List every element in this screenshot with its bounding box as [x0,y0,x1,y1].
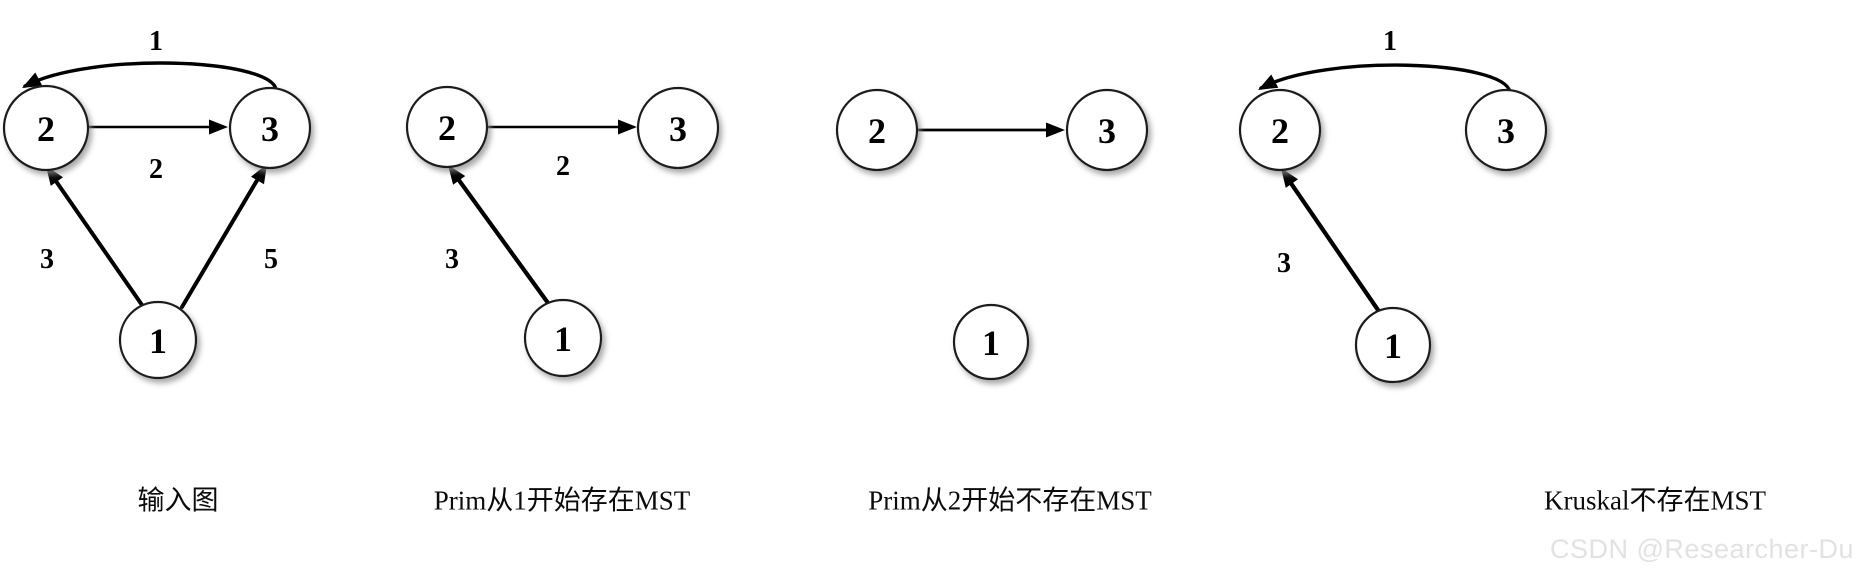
arrowhead-icon [1046,122,1065,138]
node-label: 1 [554,319,572,359]
panel-prim-from-2: 2 3 1 [835,88,1149,381]
panel-caption-input-graph: 输入图 [137,485,219,516]
node-circle[interactable] [228,86,312,170]
edge-weight-label: 3 [445,244,459,275]
arrowhead-icon [618,119,637,135]
edge-weight-label: 1 [149,26,163,57]
arrowhead-icon [448,165,466,185]
arrowhead-icon [1281,168,1299,188]
edge-weight-label: 3 [40,244,54,275]
arrowhead-icon [1258,74,1279,90]
node-circle[interactable] [405,85,489,169]
edge-2-to-3: 2 [87,119,228,185]
node-circle[interactable] [523,298,603,378]
graph-node-1[interactable]: 1 [118,300,198,380]
edge-1-to-2: 3 [445,165,551,306]
edge-path [49,172,144,307]
edge-2-to-3: 2 [486,119,637,182]
panel-caption-kruskal: Kruskal不存在MST [1544,485,1766,516]
edge-1-to-2: 3 [40,166,144,307]
edge-path [23,61,278,91]
edge-weight-label: 2 [149,154,163,185]
node-circle[interactable] [1238,88,1322,172]
node-label: 2 [37,109,55,149]
panel-caption-prim-from-2: Prim从2开始不存在MST [868,485,1152,516]
panel-input-graph: 1 2 3 5 2 3 1 [2,26,312,380]
graph-node-1[interactable]: 1 [952,303,1030,381]
arrowhead-icon [46,166,64,186]
edge-1-to-3: 5 [180,164,278,309]
node-label: 3 [669,109,687,149]
node-label: 1 [1384,326,1402,366]
edge-weight-label: 3 [1277,248,1291,279]
node-circle[interactable] [1464,88,1548,172]
graph-node-1[interactable]: 1 [523,298,603,378]
node-label: 2 [438,108,456,148]
graph-node-3[interactable]: 3 [228,86,312,170]
edge-path [1283,173,1381,313]
arrowhead-icon [251,164,267,185]
node-circle[interactable] [2,84,90,172]
node-circle[interactable] [636,86,720,170]
graph-node-2[interactable]: 2 [2,84,90,172]
node-label: 2 [1271,111,1289,151]
node-label: 3 [261,109,279,149]
edge-weight-label: 1 [1383,26,1397,57]
node-circle[interactable] [952,303,1030,381]
edge-path [1259,63,1512,94]
arrowhead-icon [22,72,43,88]
node-label: 3 [1497,111,1515,151]
node-label: 3 [1098,111,1116,151]
edge-1-to-2: 3 [1277,168,1381,313]
edge-path [450,169,551,306]
node-label: 2 [868,111,886,151]
node-circle[interactable] [1354,306,1432,384]
edge-2-to-3 [916,122,1065,138]
panel-kruskal: 1 3 2 3 1 [1238,26,1548,384]
graph-node-1[interactable]: 1 [1354,306,1432,384]
graph-node-2[interactable]: 2 [1238,88,1322,172]
panel-caption-prim-from-1: Prim从1开始存在MST [433,485,691,516]
edge-path [180,170,264,309]
graph-node-2[interactable]: 2 [405,85,489,169]
edge-weight-label: 5 [264,244,278,275]
node-circle[interactable] [1065,88,1149,172]
graph-node-3[interactable]: 3 [1464,88,1548,172]
graph-node-3[interactable]: 3 [636,86,720,170]
graph-node-3[interactable]: 3 [1065,88,1149,172]
node-label: 1 [149,321,167,361]
edge-weight-label: 2 [556,151,570,182]
graph-node-2[interactable]: 2 [835,88,919,172]
panel-prim-from-1: 2 3 2 3 1 [405,85,720,378]
node-circle[interactable] [835,88,919,172]
edge-3-to-2: 1 [1258,26,1512,94]
arrowhead-icon [209,119,228,135]
node-label: 1 [982,323,1000,363]
node-circle[interactable] [118,300,198,380]
csdn-watermark: CSDN @Researcher-Du [1550,534,1854,564]
edge-3-to-2: 1 [22,26,278,91]
